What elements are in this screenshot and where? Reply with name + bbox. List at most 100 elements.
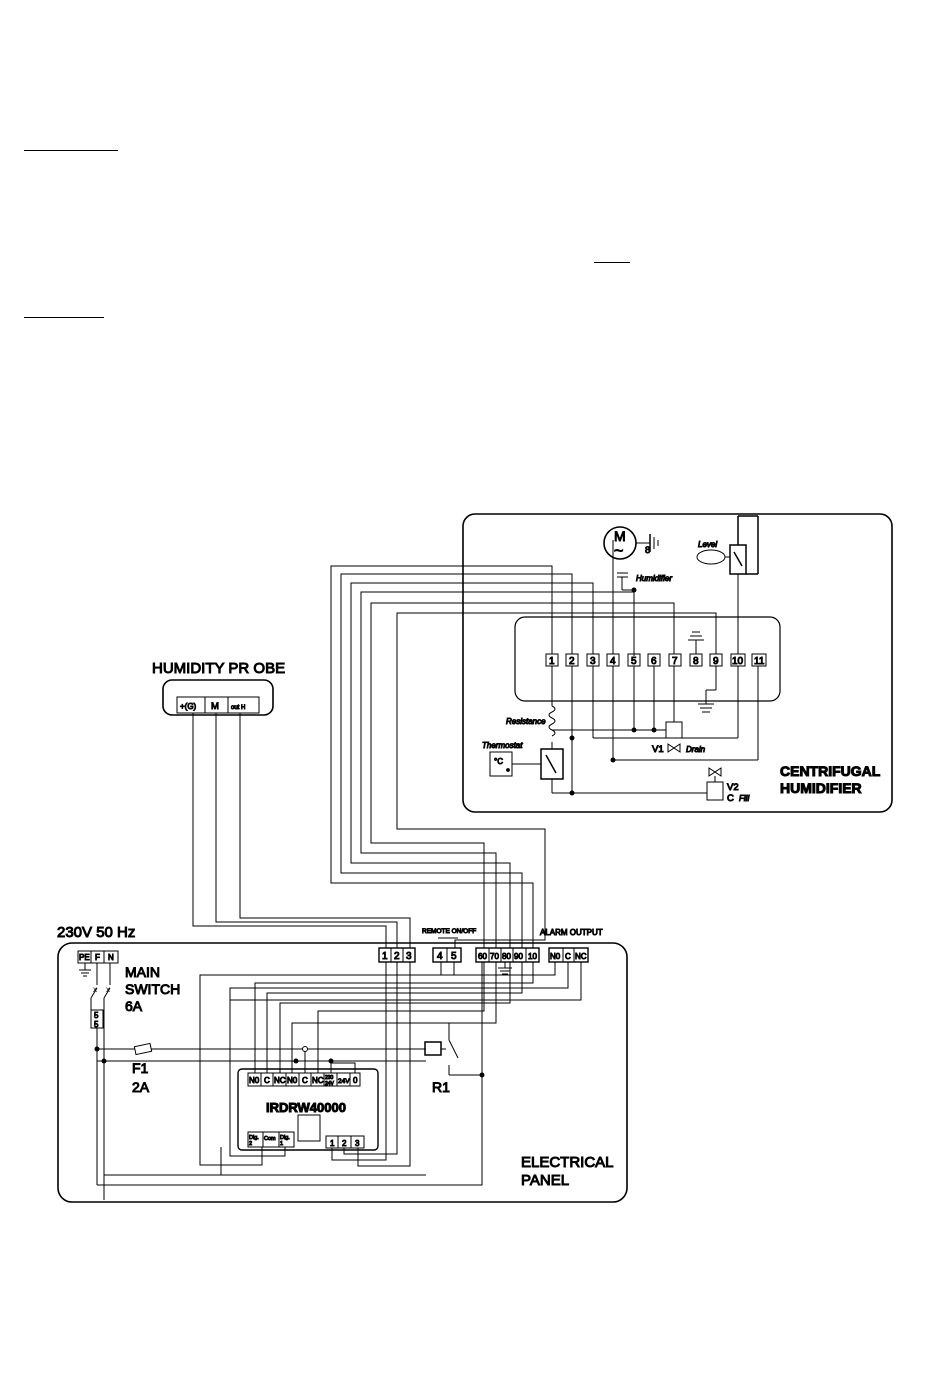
thermostat-unit: °C	[494, 757, 503, 766]
supply-terminal-n: N	[108, 953, 114, 962]
alarm-terminal-nc: NC	[575, 952, 587, 961]
hum-terminal-label-10: 10	[732, 656, 744, 667]
main-switch-line-3: 6A	[125, 998, 143, 1014]
thermostat-icon	[489, 748, 564, 793]
controller-top-3: NC	[274, 1076, 286, 1085]
resistance-label: Resistance	[506, 717, 546, 726]
panel-frame	[57, 942, 628, 1203]
controller-bl-1: Dig.	[249, 1135, 259, 1141]
controller-bl-1-sub: 2	[249, 1141, 252, 1147]
controller-name: IRDRW40000	[266, 1100, 346, 1115]
level-label: Level	[698, 540, 717, 549]
motor-symbol: ~	[614, 543, 623, 560]
hum-terminal-label-3: 3	[590, 656, 596, 667]
fill-label: Fill	[739, 794, 749, 803]
controller-bl-2: Com	[264, 1136, 276, 1142]
hum-terminal-label-6: 6	[651, 656, 657, 667]
humidifier-terminal-housing	[514, 616, 781, 702]
hum-terminal-11	[751, 653, 767, 667]
probe-cable	[192, 713, 411, 948]
main-switch-line-2: SWITCH	[125, 981, 180, 997]
humidifier-title-1: CENTRIFUGAL	[780, 763, 881, 779]
fuse-rating: 2A	[132, 1079, 150, 1095]
controller-br-1: 1	[330, 1139, 335, 1148]
controller-body	[237, 1068, 379, 1151]
controller-top-1: N0	[249, 1076, 260, 1085]
v2-label: V2	[727, 782, 739, 793]
panel-strip-123-label-1: 1	[382, 951, 388, 962]
output-terminal-10: 10	[528, 952, 537, 961]
supply-terminal-block	[77, 950, 119, 964]
main-switch-icon: x x	[90, 963, 111, 1200]
remote-terminal-5: 5	[451, 951, 457, 962]
svg-text:x: x	[106, 985, 110, 994]
controller-bl-3-sub: 1	[280, 1141, 283, 1147]
fuse-holder-bottom: 5	[94, 1020, 99, 1029]
motor-icon	[603, 526, 659, 560]
alarm-terminal-c: C	[565, 952, 571, 961]
motor-ground-number: 8	[645, 545, 650, 556]
v2-c-label: C	[727, 793, 734, 804]
controller-br-2: 2	[342, 1139, 347, 1148]
controller-bottom-right-terminals	[325, 1135, 365, 1149]
panel-strip-123-label-3: 3	[406, 951, 412, 962]
fuse-label: F1	[132, 1060, 149, 1076]
humidifier-internal-wiring	[552, 540, 759, 794]
output-terminal-block	[475, 947, 540, 963]
output-terminal-60: 60	[478, 952, 487, 961]
controller-top-4: N0	[287, 1076, 298, 1085]
hum-terminal-label-7: 7	[672, 656, 678, 667]
remote-label: REMOTE ON/OFF	[422, 928, 476, 935]
probe-terminal-g: +(G)	[180, 702, 197, 711]
humidifier-title-2: HUMIDIFIER	[780, 780, 862, 796]
header-rule-2	[24, 317, 104, 318]
panel-title-2: PANEL	[521, 1172, 569, 1189]
fuse-icon	[97, 1042, 426, 1056]
controller-top-dividers	[260, 1073, 351, 1086]
controller-display	[297, 1114, 321, 1142]
resistance-icon	[548, 666, 556, 749]
fuse-holder-top: 5	[94, 1011, 99, 1020]
pe-ground-icon	[79, 963, 91, 977]
ground-icon	[688, 631, 717, 713]
humidifier-frame	[462, 513, 893, 813]
remote-terminal-4: 4	[437, 951, 443, 962]
controller-top-5: C	[302, 1076, 308, 1085]
motor-label: M	[614, 528, 626, 544]
controller-bottom-left-terminals	[247, 1131, 295, 1148]
motor-caption: Humidifier	[636, 574, 672, 583]
supply-terminal-pe: PE	[79, 953, 90, 962]
controller-top-7: 230	[325, 1075, 334, 1081]
hum-terminal-label-2: 2	[569, 656, 575, 667]
header-rule-3	[594, 262, 630, 263]
level-switch-icon	[696, 515, 759, 654]
panel-strip-123-label-2: 2	[394, 951, 400, 962]
supply-label: 230V 50 Hz	[57, 924, 135, 941]
probe-body	[162, 679, 274, 716]
controller-top-2: C	[264, 1076, 270, 1085]
drain-valve-icon	[665, 721, 683, 753]
hum-terminal-label-9: 9	[713, 656, 719, 667]
panel-internal-wiring	[97, 962, 582, 1186]
hum-terminal-label-5: 5	[631, 656, 637, 667]
panel-title-1: ELECTRICAL	[521, 1154, 614, 1171]
header-rule-1	[24, 150, 118, 151]
main-switch-line-1: MAIN	[125, 964, 160, 980]
hum-terminal-label-8: 8	[693, 656, 699, 667]
probe-terminal-block	[176, 696, 260, 714]
relay-coil-icon	[424, 1030, 459, 1075]
probe-terminal-m: M	[211, 701, 219, 712]
relay-label: R1	[432, 1079, 450, 1095]
svg-text:x: x	[93, 985, 97, 994]
probe-terminal-outh: out H	[231, 705, 245, 711]
fill-valve-icon	[706, 767, 724, 801]
hum-terminal-label-4: 4	[610, 656, 616, 667]
output-terminal-90: 90	[514, 952, 523, 961]
probe-title: HUMIDITY PR OBE	[152, 660, 285, 677]
drain-label: Drain	[686, 745, 706, 754]
alarm-label: ALARM OUTPUT	[540, 928, 603, 937]
controller-br-3: 3	[355, 1139, 360, 1148]
controller-top-terminals	[247, 1072, 361, 1087]
alarm-terminal-no: N0	[550, 952, 561, 961]
